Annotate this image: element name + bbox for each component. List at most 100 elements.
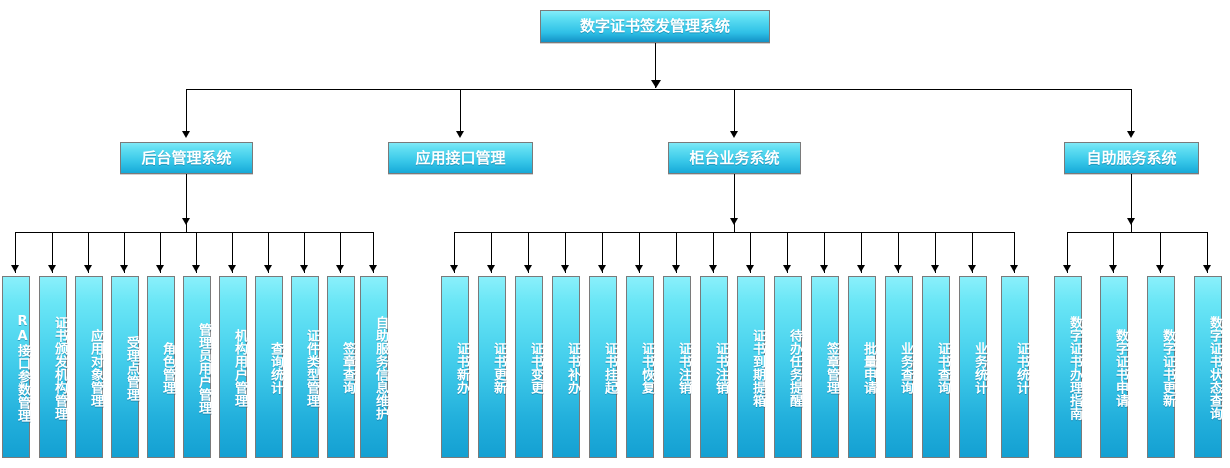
leaf-node-cert-query[interactable]: 证书查询 — [922, 276, 950, 458]
connector-leaf-drop — [639, 232, 640, 273]
connector-leaf-drop — [196, 232, 197, 273]
leaf-node-business-query[interactable]: 业务查询 — [885, 276, 913, 458]
leaf-node-cert-statistics[interactable]: 证书统计 — [1001, 276, 1029, 458]
connector-leaf-drop — [1207, 232, 1208, 273]
branch-node-counter[interactable]: 柜台业务系统 — [668, 142, 801, 174]
connector-leaf-drop — [88, 232, 89, 273]
leaf-node-role-mgmt[interactable]: 角色管理 — [147, 276, 175, 458]
connector-leaf-drop — [1113, 232, 1114, 273]
leaf-node-acceptance-point-mgmt[interactable]: 受理点管理 — [111, 276, 139, 458]
branch-node-selfservice[interactable]: 自助服务系统 — [1064, 142, 1199, 174]
leaf-node-cert-reissue[interactable]: 证书补办 — [552, 276, 580, 458]
connector-leaf-drop — [373, 232, 374, 273]
arrowhead-leaf — [598, 265, 606, 272]
leaf-node-cert-update[interactable]: 数字证书更新 — [1147, 276, 1175, 458]
arrowhead-api — [456, 131, 464, 138]
connector-drop-counter — [734, 89, 735, 136]
leaf-label: 业务统计 — [972, 342, 987, 394]
branch-node-api[interactable]: 应用接口管理 — [388, 142, 533, 174]
arrowhead-leaf — [820, 265, 828, 272]
arrowhead-leaf — [11, 265, 19, 272]
connector-leaf-drop — [898, 232, 899, 273]
connector-leaf-drop — [713, 232, 714, 273]
leaf-node-cert-expiry-box[interactable]: 证书到期提箱 — [737, 276, 765, 458]
leaf-node-ca-org-mgmt[interactable]: 证书颁发机构管理 — [39, 276, 67, 458]
arrowhead-leaf — [635, 265, 643, 272]
leaf-label: 自助服务信息维护 — [373, 316, 388, 420]
arrowhead-leaf — [746, 265, 754, 272]
leaf-label: 证书查询 — [935, 342, 950, 394]
root-node-digital-certificate-system[interactable]: 数字证书签发管理系统 — [540, 10, 770, 43]
leaf-node-ra-interface-param[interactable]: RA接口参数管理 — [2, 276, 30, 458]
leaf-label: 签章查询 — [340, 342, 355, 394]
arrowhead-leaf — [783, 265, 791, 272]
connector-leaf-drop — [750, 232, 751, 273]
connector-leaf-drop — [861, 232, 862, 273]
leaf-label: 证书挂起 — [602, 342, 617, 394]
arrowhead-leaf — [1063, 265, 1071, 272]
leaf-node-query-statistics[interactable]: 查询统计 — [255, 276, 283, 458]
leaf-node-org-user-mgmt[interactable]: 机构用户管理 — [219, 276, 247, 458]
leaf-label: 数字证书办理指南 — [1067, 316, 1082, 420]
arrowhead-leaf — [1010, 265, 1018, 272]
arrowhead-leaf — [524, 265, 532, 272]
connector-leaf-drop — [935, 232, 936, 273]
arrowhead-leaf — [264, 265, 272, 272]
arrowhead-backoffice — [182, 131, 190, 138]
branch-node-backoffice[interactable]: 后台管理系统 — [120, 142, 253, 174]
connector-level1-bus — [186, 89, 1131, 90]
leaf-node-cert-guide[interactable]: 数字证书办理指南 — [1054, 276, 1082, 458]
connector-drop-api — [460, 89, 461, 136]
leaf-label: 签章管理 — [824, 342, 839, 394]
leaf-label: 受理点管理 — [124, 335, 139, 401]
connector-leaf-drop — [15, 232, 16, 273]
arrowhead-leaf — [931, 265, 939, 272]
leaf-node-cert-restore[interactable]: 证书恢复 — [626, 276, 654, 458]
connector-leaf-drop — [454, 232, 455, 273]
leaf-label: 证书到期提箱 — [750, 329, 765, 407]
leaf-node-cert-revoke-1[interactable]: 证书注销 — [663, 276, 691, 458]
leaf-node-cert-apply[interactable]: 数字证书申请 — [1100, 276, 1128, 458]
connector-counter-bus — [454, 232, 1014, 233]
arrowhead-selfservice-stem — [1127, 218, 1135, 225]
branch-node-backoffice-label: 后台管理系统 — [141, 148, 232, 167]
connector-counter-stem — [734, 174, 735, 232]
leaf-node-pending-task-reminder[interactable]: 待办任务提醒 — [774, 276, 802, 458]
arrowhead-counter-stem — [730, 218, 738, 225]
arrowhead-leaf — [48, 265, 56, 272]
leaf-label: 证书更新 — [491, 342, 506, 394]
leaf-label: 业务查询 — [898, 342, 913, 394]
arrowhead-leaf — [894, 265, 902, 272]
leaf-node-seal-mgmt[interactable]: 签章管理 — [811, 276, 839, 458]
leaf-node-selfservice-info-maintenance[interactable]: 自助服务信息维护 — [360, 276, 388, 458]
connector-leaf-drop — [565, 232, 566, 273]
leaf-node-cert-revoke-2[interactable]: 证书注销 — [700, 276, 728, 458]
connector-selfservice-bus — [1067, 232, 1207, 233]
connector-leaf-drop — [491, 232, 492, 273]
leaf-label: 数字证书状态查询 — [1207, 316, 1222, 420]
leaf-node-cert-renew[interactable]: 证书更新 — [478, 276, 506, 458]
connector-leaf-drop — [340, 232, 341, 273]
connector-root-stem — [655, 43, 656, 88]
connector-leaf-drop — [232, 232, 233, 273]
leaf-label: 数字证书申请 — [1113, 329, 1128, 407]
leaf-node-app-object-mgmt[interactable]: 应用对象管理 — [75, 276, 103, 458]
leaf-node-cert-type-mgmt[interactable]: 证件类型管理 — [291, 276, 319, 458]
leaf-label: 管理员用户管理 — [196, 322, 211, 414]
leaf-node-admin-user-mgmt[interactable]: 管理员用户管理 — [183, 276, 211, 458]
arrowhead-leaf — [369, 265, 377, 272]
leaf-node-cert-change[interactable]: 证书变更 — [515, 276, 543, 458]
leaf-node-cert-new[interactable]: 证书新办 — [441, 276, 469, 458]
leaf-node-batch-application[interactable]: 批量申请 — [848, 276, 876, 458]
leaf-node-cert-status-query[interactable]: 数字证书状态查询 — [1194, 276, 1222, 458]
leaf-node-cert-suspend[interactable]: 证书挂起 — [589, 276, 617, 458]
connector-drop-backoffice — [186, 89, 187, 136]
leaf-node-business-statistics[interactable]: 业务统计 — [959, 276, 987, 458]
leaf-node-seal-query[interactable]: 签章查询 — [327, 276, 355, 458]
connector-leaf-drop — [304, 232, 305, 273]
connector-leaf-drop — [124, 232, 125, 273]
leaf-label: 数字证书更新 — [1160, 329, 1175, 407]
leaf-label: 角色管理 — [160, 342, 175, 394]
arrowhead-root-stem — [651, 80, 661, 88]
leaf-label: 证书补办 — [565, 342, 580, 394]
